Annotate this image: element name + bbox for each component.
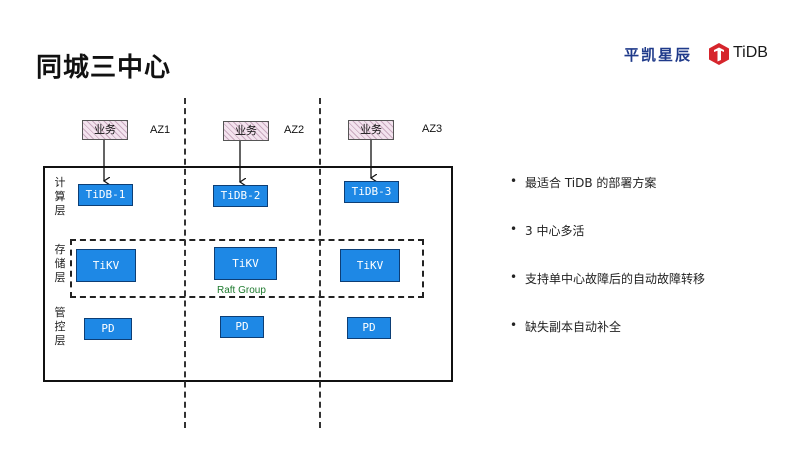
feature-item: • 缺失副本自动补全	[510, 318, 705, 366]
feature-text: 3 中心多活	[525, 224, 585, 238]
pd-node-3: PD	[347, 317, 391, 339]
bullet-dot-icon: •	[510, 174, 518, 188]
brand-name: 平凯星辰	[624, 46, 693, 64]
tikv-node-2: TiKV	[214, 247, 277, 280]
zone-divider-2	[319, 98, 321, 428]
feature-text: 支持单中心故障后的自动故障转移	[525, 272, 706, 286]
business-box-az1: 业务	[82, 120, 128, 140]
layer-label-control: 管 控 层	[54, 306, 66, 347]
cluster-frame	[43, 166, 453, 382]
bullet-dot-icon: •	[510, 222, 518, 236]
tidb-logo-text: TiDB	[733, 44, 768, 61]
zone-divider-1	[184, 98, 186, 428]
feature-item: • 最适合 TiDB 的部署方案	[510, 174, 705, 222]
tidb-logo-icon	[709, 43, 729, 65]
tidb-node-1: TiDB-1	[78, 184, 133, 206]
pd-node-2: PD	[220, 316, 264, 338]
pd-node-1: PD	[84, 318, 132, 340]
raft-group-frame	[70, 239, 424, 298]
tidb-node-3: TiDB-3	[344, 181, 399, 203]
business-box-az2: 业务	[223, 121, 269, 141]
zone-label-az1: AZ1	[150, 124, 171, 136]
tikv-node-1: TiKV	[76, 249, 136, 282]
feature-text: 最适合 TiDB 的部署方案	[525, 176, 657, 190]
feature-text: 缺失副本自动补全	[525, 320, 622, 334]
layer-label-compute: 计 算 层	[54, 176, 66, 217]
tikv-node-3: TiKV	[340, 249, 400, 282]
zone-label-az2: AZ2	[284, 124, 305, 136]
bullet-dot-icon: •	[510, 270, 518, 284]
feature-list: • 最适合 TiDB 的部署方案 • 3 中心多活 • 支持单中心故障后的自动故…	[510, 174, 705, 366]
tidb-node-2: TiDB-2	[213, 185, 268, 207]
feature-item: • 3 中心多活	[510, 222, 705, 270]
page-title: 同城三中心	[36, 53, 172, 83]
feature-item: • 支持单中心故障后的自动故障转移	[510, 270, 705, 318]
zone-label-az3: AZ3	[422, 123, 443, 135]
raft-group-label: Raft Group	[217, 285, 266, 296]
layer-label-storage: 存 储 层	[54, 243, 66, 284]
bullet-dot-icon: •	[510, 318, 518, 332]
business-box-az3: 业务	[348, 120, 394, 140]
